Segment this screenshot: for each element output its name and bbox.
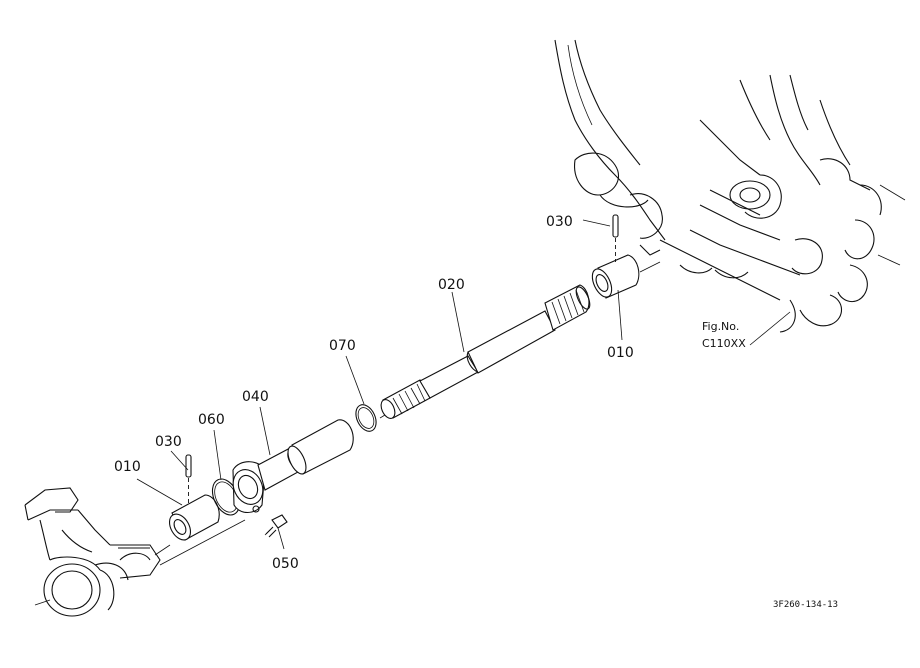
front-axle-housing — [24, 487, 161, 617]
part-030-right-pin — [612, 214, 619, 262]
transmission-housing — [554, 39, 906, 333]
label-010-left: 010 — [114, 459, 141, 475]
part-020-splined-shaft — [380, 284, 591, 419]
label-070: 070 — [329, 338, 356, 354]
part-010-left-collar — [168, 494, 220, 541]
label-040: 040 — [242, 389, 269, 405]
label-030-left: 030 — [155, 434, 182, 450]
label-060: 060 — [198, 412, 225, 428]
drawing-code: 3F260-134-13 — [773, 600, 838, 610]
figure-reference: Fig.No. C110XX — [702, 320, 746, 350]
label-050: 050 — [272, 556, 299, 572]
leader-lines — [136, 219, 791, 550]
fig-ref-line1: Fig.No. — [702, 320, 739, 333]
part-010-right-collar — [591, 254, 640, 299]
part-030-left-pin — [185, 454, 192, 505]
label-010-right: 010 — [607, 345, 634, 361]
intermediate-tube — [287, 419, 354, 475]
fig-ref-line2: C110XX — [702, 337, 746, 350]
label-030-right: 030 — [546, 214, 573, 230]
part-070-o-ring — [355, 404, 377, 432]
part-050-bolt — [264, 514, 288, 538]
label-020: 020 — [438, 277, 465, 293]
part-labels: 010 030 060 040 050 070 020 030 010 — [114, 214, 634, 572]
